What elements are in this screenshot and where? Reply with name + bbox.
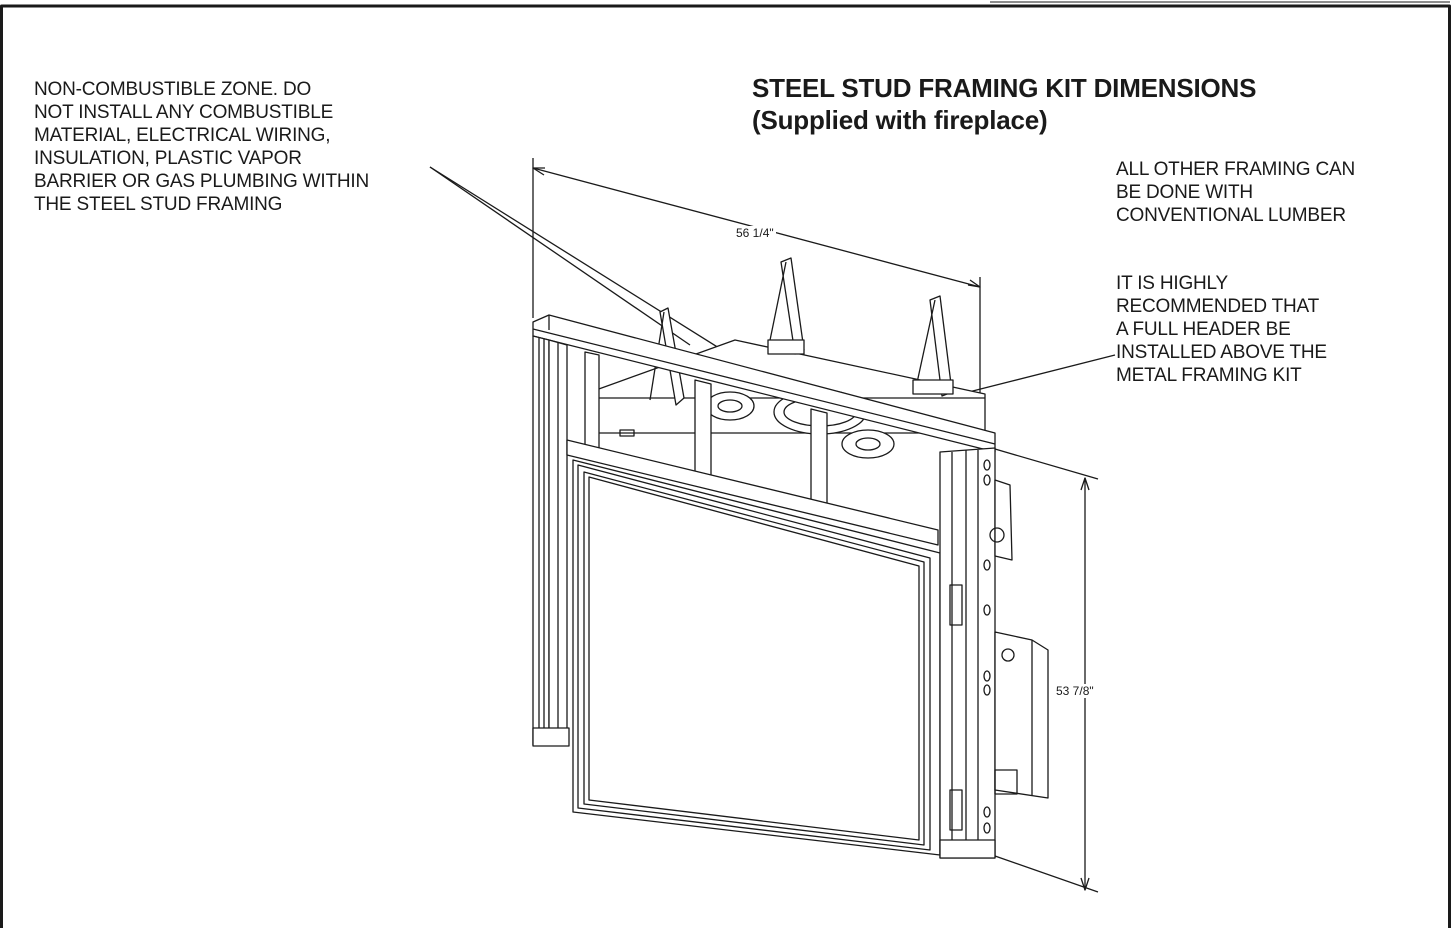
header-recommendation-note: IT IS HIGHLY RECOMMENDED THAT A FULL HEA… (1116, 273, 1327, 386)
page-border (0, 4, 1451, 928)
other-framing-note: ALL OTHER FRAMING CAN BE DONE WITH CONVE… (1116, 159, 1355, 226)
width-dimension-label: 56 1/4" (734, 226, 776, 240)
frame-lintel (566, 439, 939, 546)
blower-left (705, 391, 755, 421)
firebox-glass (583, 471, 925, 846)
frame-left-stud (532, 335, 550, 746)
page-title: STEEL STUD FRAMING KIT DIMENSIONS (Suppl… (752, 72, 1256, 136)
title-line-1: STEEL STUD FRAMING KIT DIMENSIONS (752, 73, 1257, 103)
frame-right-stud (939, 447, 996, 859)
height-dimension-label: 53 7/8" (1054, 684, 1096, 698)
leader-non-combustible-1 (429, 166, 691, 346)
frame-top-header (532, 314, 996, 453)
cripple-stud-1 (584, 351, 600, 449)
title-line-2: (Supplied with fireplace) (752, 105, 1048, 135)
blower-right (841, 429, 895, 459)
cripple-stud-3 (810, 408, 828, 509)
side-junction-box (994, 479, 1013, 561)
gas-valve-box (994, 631, 1049, 799)
cripple-stud-2 (694, 379, 712, 479)
non-combustible-note: NON-COMBUSTIBLE ZONE. DO NOT INSTALL ANY… (34, 79, 369, 215)
